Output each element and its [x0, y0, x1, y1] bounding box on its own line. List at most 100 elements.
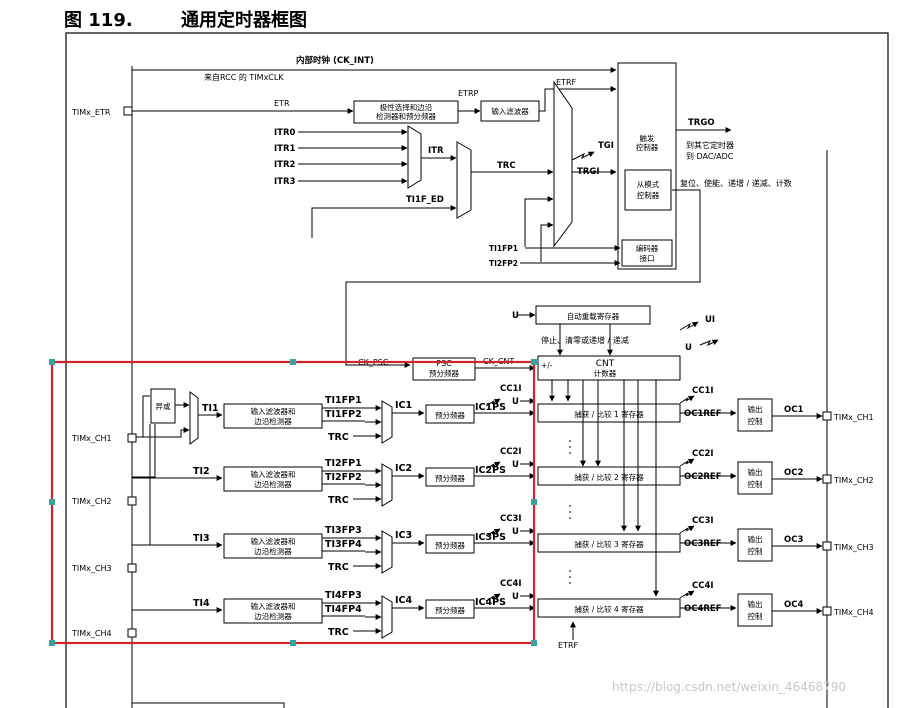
ch1-input-pin[interactable] [127, 433, 137, 443]
ch1-output-pin[interactable] [822, 411, 832, 421]
ch3-prescaler [425, 534, 475, 554]
encoder-interface [621, 239, 673, 267]
etr-pin-label: TIMx_ETR [71, 108, 111, 117]
ch3-cci-flag [485, 528, 501, 537]
ch3-output-control [737, 528, 773, 562]
ch4-input-pin[interactable] [127, 628, 137, 638]
ch1-output-ctrl-line1: 输出 [748, 404, 763, 414]
psc-block [412, 357, 476, 381]
ch3-filter-block [223, 533, 323, 559]
etr-pin-box [123, 106, 133, 116]
ch1-prescaler-label: 预分频器 [435, 410, 465, 420]
ch1-cci-out-flag [679, 395, 695, 404]
figure-number: 图 119. [64, 10, 133, 31]
ch2-output-pin[interactable] [822, 474, 832, 484]
ch2-oc-label: OC2 [784, 468, 803, 478]
stop-clear-label: 停止、清零或递增 / 递减 [541, 335, 629, 345]
watermark: https://blog.csdn.net/weixin_46468790 [612, 680, 847, 694]
ch3-input-pin[interactable] [127, 563, 137, 573]
ch3-output-ctrl-line2: 控制 [748, 546, 763, 556]
itr0-label: ITR0 [274, 128, 296, 138]
selection-handle-0[interactable] [49, 359, 55, 365]
ch1-icps-label: IC1PS [475, 402, 506, 413]
ch2-cci-out-label: CC2I [692, 449, 714, 459]
slave-ctrl-line1: 从模式 [637, 179, 660, 189]
ch2-output-control [737, 461, 773, 495]
ch1-output-control [737, 398, 773, 432]
ch4-cci-flag [485, 593, 501, 602]
selection-handle-5[interactable] [49, 640, 55, 646]
ch4-output-ctrl-line2: 控制 [748, 611, 763, 621]
ch3-output-ctrl-line1: 输出 [748, 534, 763, 544]
ch3-ic-mux [381, 530, 393, 574]
ch1-output-ctrl-line2: 控制 [748, 416, 763, 426]
ch1-ic-mux [381, 400, 393, 444]
trc-label: TRC [497, 161, 516, 171]
psc-label: 预分频器 [429, 368, 459, 378]
ch2-fpb-label: TI2FP2 [325, 472, 362, 483]
ch2-to-xor [132, 424, 156, 478]
ti1f-ed-line [311, 205, 457, 238]
ch4-trc-label: TRC [328, 627, 349, 638]
ch1-oc-label: OC1 [784, 405, 803, 415]
ch2-fpa-label: TI2FP1 [325, 458, 362, 469]
selection-handle-2[interactable] [531, 359, 537, 365]
ch3-cci-label: CC3I [500, 514, 522, 524]
ch2-u-label: U [512, 460, 519, 470]
ch2-icps-label: IC2PS [475, 465, 506, 476]
ch3-filter-line2: 边沿检测器 [254, 546, 292, 556]
ch2-output-ctrl-line1: 输出 [748, 467, 763, 477]
ch4-output-pin[interactable] [822, 606, 832, 616]
ch4-fpb-label: TI4FP4 [325, 604, 362, 615]
ch4-cci-out-label: CC4I [692, 581, 714, 591]
ch1-filter-line2: 边沿检测器 [254, 416, 292, 426]
spacer [310, 208, 360, 238]
ch3-output-pin[interactable] [822, 541, 832, 551]
rcc-clk-label: 来自RCC 的 TIMxCLK [204, 72, 284, 82]
ch4-prescaler [425, 599, 475, 619]
trgi-mux [553, 80, 573, 248]
ch4-ic-label: IC4 [395, 595, 413, 606]
selection-handle-3[interactable] [49, 499, 55, 505]
itr2-label: ITR2 [274, 160, 296, 170]
ch1-filter-line1: 输入滤波器和 [251, 406, 296, 416]
ch4-ic-mux [381, 595, 393, 639]
itr-mux [407, 125, 422, 189]
ch4-ti-label: TI4 [193, 598, 210, 609]
ch3-ti-label: TI3 [193, 533, 210, 544]
tgi-flag [571, 151, 595, 161]
etrf-label: ETRF [556, 78, 577, 87]
selection-handle-6[interactable] [290, 640, 296, 646]
ck-int-label: 内部时钟 (CK_INT) [296, 55, 374, 66]
slave-ctrl-line2: 控制器 [637, 190, 660, 200]
ch3-cci-out-label: CC3I [692, 516, 714, 526]
ch3-output-pin-label: TIMx_CH3 [833, 543, 874, 552]
ch2-input-pin[interactable] [127, 496, 137, 506]
selection-handle-7[interactable] [531, 640, 537, 646]
ch3-fpa-label: TI3FP3 [325, 525, 362, 536]
figure-title: 图 119. 通用定时器框图 [64, 6, 307, 32]
etr-block-line1: 极性选择和边沿 [380, 102, 433, 112]
arr-label: 自动重载寄存器 [567, 311, 620, 321]
ch4-ccr-label: 捕获 / 比较 4 寄存器 [574, 604, 644, 614]
itr1-label: ITR1 [274, 144, 296, 154]
ch2-filter-block [223, 466, 323, 492]
trigger-ctrl-line1: 触发 [640, 133, 655, 143]
ch3-u-label: U [512, 527, 519, 537]
selection-handles [49, 359, 537, 646]
selection-handle-1[interactable] [290, 359, 296, 365]
ch3-cci-out-flag [679, 525, 695, 534]
ch1-to-xor [142, 395, 150, 437]
etrf-line [539, 86, 617, 112]
ch1-ocref-label: OC1REF [684, 409, 722, 419]
ch1-ti-label: TI1 [202, 403, 219, 414]
auto-reload-register [535, 305, 651, 325]
figure-caption: 通用定时器框图 [180, 10, 307, 31]
ch4-ocref-label: OC4REF [684, 604, 722, 614]
ch2-ccr-label: 捕获 / 比较 2 寄存器 [574, 472, 644, 482]
selection-handle-4[interactable] [531, 499, 537, 505]
ch4-u-label: U [512, 592, 519, 602]
ch4-fpa-label: TI4FP3 [325, 590, 362, 601]
ch4-output-control [737, 593, 773, 627]
